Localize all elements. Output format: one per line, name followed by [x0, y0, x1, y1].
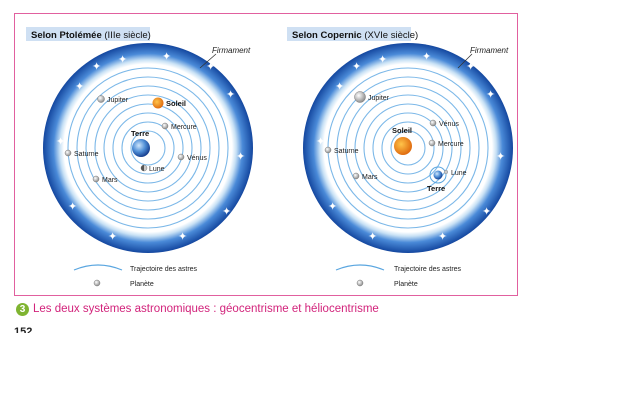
- copernicus-jupiter-label: Jupiter: [368, 95, 390, 102]
- ptolemy-legend-planet-sample: [93, 279, 101, 287]
- svg-text:✦: ✦: [75, 81, 84, 93]
- svg-text:✦: ✦: [162, 51, 171, 63]
- copernicus-legend-planet-label: Planète: [394, 281, 418, 288]
- svg-text:✦: ✦: [422, 51, 431, 63]
- svg-text:✦: ✦: [496, 151, 505, 163]
- copernicus-moon-label: Lune: [451, 170, 467, 177]
- svg-text:✦: ✦: [316, 136, 325, 148]
- ptolemy-saturn-label: Saturne: [74, 151, 99, 158]
- ptolemy-title-bar: [26, 27, 150, 41]
- ptolemy-stars: ✦ ✦ ✦ ✦ ✦ ✦ ✦ ✦ ✦ ✦ ✦ ✦: [56, 51, 245, 243]
- copernicus-jupiter: [354, 91, 366, 103]
- svg-text:✦: ✦: [226, 89, 235, 101]
- ptolemy-legend-planet-label: Planète: [130, 281, 154, 288]
- copernicus-moon-orbit: [429, 166, 447, 184]
- ptolemy-jupiter-label: Jupiter: [107, 97, 129, 104]
- copernicus-mars-label: Mars: [362, 174, 378, 181]
- svg-text:✦: ✦: [68, 201, 77, 213]
- ptolemy-saturn: [64, 149, 72, 157]
- copernicus-mercury-label: Mercure: [438, 141, 464, 148]
- copernicus-legend-planet-sample: [356, 279, 364, 287]
- svg-text:✦: ✦: [335, 81, 344, 93]
- copernicus-stars: ✦ ✦ ✦ ✦ ✦ ✦ ✦ ✦ ✦ ✦ ✦ ✦: [316, 51, 505, 243]
- svg-text:✦: ✦: [328, 201, 337, 213]
- svg-text:✦: ✦: [92, 61, 101, 73]
- ptolemy-mercury: [161, 122, 169, 130]
- caption-text: Les deux systèmes astronomiques : géocen…: [33, 303, 379, 315]
- svg-text:✦: ✦: [466, 61, 475, 73]
- svg-text:✦: ✦: [108, 231, 117, 243]
- ptolemy-mars: [92, 175, 100, 183]
- copernicus-diagram: Selon Copernic (XVIe siècle) ✦✦✦ ✦✦✦ ✦✦✦…: [287, 27, 513, 288]
- ptolemy-sun-label: Soleil: [166, 99, 186, 108]
- copernicus-firmament-pointer: [457, 53, 473, 69]
- svg-text:✦: ✦: [486, 89, 495, 101]
- copernicus-title-bar: [287, 27, 411, 41]
- copernicus-sun-label: Soleil: [392, 126, 412, 135]
- copernicus-legend-orbit-label: Trajectoire des astres: [394, 266, 462, 273]
- ptolemy-mars-label: Mars: [102, 177, 118, 184]
- copernicus-venus-label: Vénus: [439, 121, 459, 128]
- copernicus-title: Selon Copernic (XVIe siècle): [292, 30, 418, 41]
- copernicus-saturn: [324, 146, 332, 154]
- svg-text:✦: ✦: [378, 54, 387, 66]
- ptolemy-venus-label: Vénus: [187, 155, 207, 162]
- ptolemy-venus: [177, 153, 185, 161]
- caption-number-badge: 3: [16, 302, 29, 316]
- ptolemy-sun: [152, 97, 164, 109]
- ptolemy-diagram: Selon Ptolémée (IIIe siècle) ✦✦✦ ✦✦✦ ✦✦✦…: [26, 27, 253, 288]
- figure-caption: 3 Les deux systèmes astronomiques : géoc…: [16, 301, 379, 317]
- copernicus-legend-orbit-sample: [335, 264, 385, 271]
- copernicus-venus: [429, 119, 437, 127]
- copernicus-firmament-label: Firmament: [470, 46, 509, 55]
- svg-text:✦: ✦: [236, 151, 245, 163]
- ptolemy-jupiter: [97, 95, 105, 103]
- ptolemy-legend-orbit-label: Trajectoire des astres: [130, 266, 198, 273]
- copernicus-sun: [394, 137, 412, 155]
- ptolemy-earth: [132, 139, 150, 157]
- ptolemy-firmament-pointer: [199, 53, 217, 69]
- ptolemy-moon-shadow: [141, 165, 144, 171]
- ptolemy-firmament-label: Firmament: [212, 46, 251, 55]
- copernicus-earth: [433, 170, 443, 180]
- svg-text:✦: ✦: [438, 231, 447, 243]
- svg-text:✦: ✦: [178, 231, 187, 243]
- copernicus-mercury: [428, 139, 436, 147]
- ptolemy-orbits: [67, 67, 229, 229]
- svg-text:✦: ✦: [352, 61, 361, 73]
- ptolemy-legend-orbit-sample: [73, 264, 123, 271]
- copernicus-saturn-label: Saturne: [334, 148, 359, 155]
- svg-text:✦: ✦: [56, 136, 65, 148]
- copernicus-mars: [352, 172, 360, 180]
- copernicus-moon: [444, 169, 449, 174]
- svg-text:✦: ✦: [118, 54, 127, 66]
- svg-text:✦: ✦: [206, 61, 215, 73]
- svg-text:✦: ✦: [222, 206, 231, 218]
- ptolemy-moon-label: Lune: [149, 166, 165, 173]
- ptolemy-earth-label: Terre: [131, 129, 149, 138]
- ptolemy-title: Selon Ptolémée (IIIe siècle): [31, 30, 151, 41]
- svg-text:✦: ✦: [368, 231, 377, 243]
- ptolemy-mercury-label: Mercure: [171, 124, 197, 131]
- page-number: 152: [14, 326, 33, 333]
- copernicus-earth-label: Terre: [427, 184, 445, 193]
- svg-text:✦: ✦: [482, 206, 491, 218]
